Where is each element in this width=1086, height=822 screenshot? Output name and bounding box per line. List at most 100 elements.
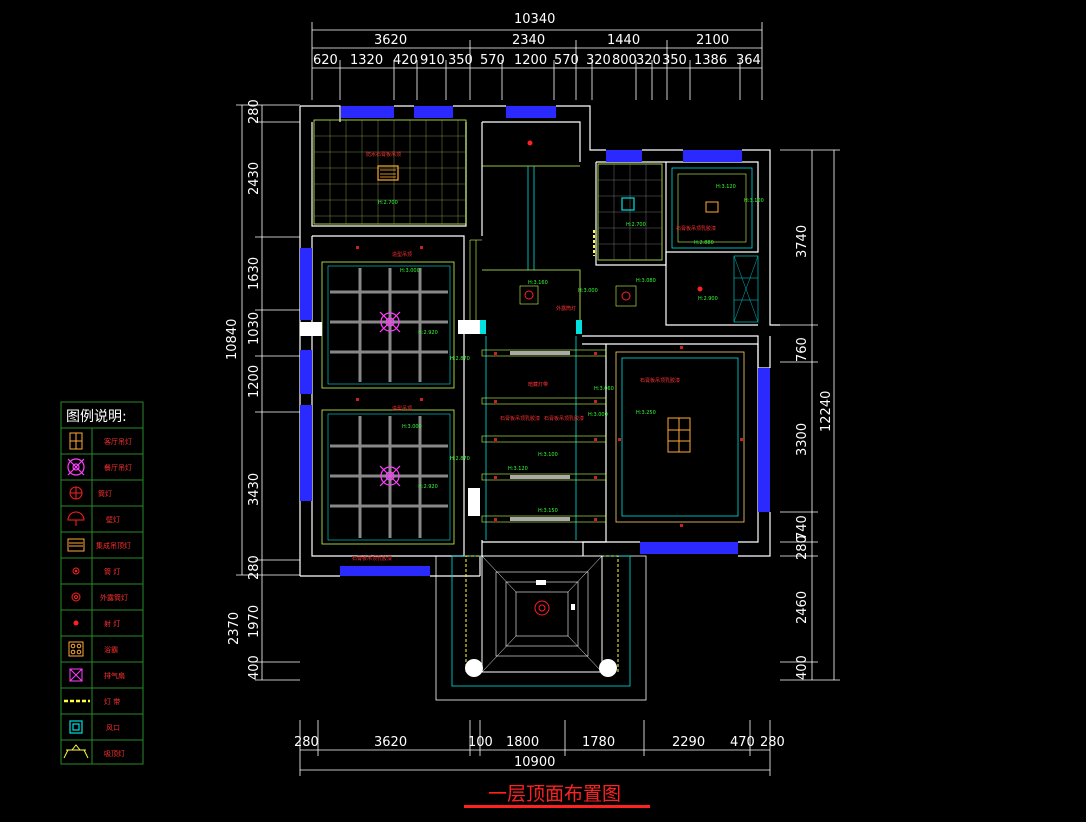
dining-note: 造型吊顶 [392, 405, 412, 412]
drawing-title: 一层顶面布置图 [488, 783, 621, 805]
dim-total-top: 10340 [514, 12, 555, 27]
recessed-spot-icon [69, 486, 83, 500]
windows [300, 106, 770, 576]
height-mark-6: H:2.920 [418, 484, 438, 490]
dim-right-5: 280 [795, 535, 810, 560]
dim-left-inner: 2370 [227, 612, 242, 645]
recessed-spot-icon [519, 285, 637, 307]
dim-right-3: 3300 [795, 423, 810, 456]
height-mark-10: H:3.000 [578, 288, 598, 294]
corridor: 暗藏灯带 石膏板吊顶乳胶漆 石膏板吊顶乳胶漆 外露筒灯 H:3.160 H:3.… [300, 140, 637, 540]
entry-porch [435, 555, 647, 701]
dim-top-2: 2340 [512, 33, 545, 48]
dim-left-3: 1630 [247, 257, 262, 290]
bath-heater-icon [705, 201, 719, 213]
corridor-bands [481, 349, 607, 523]
dim-left-2: 2430 [247, 162, 262, 195]
down-light-icon [527, 140, 533, 146]
dim-bottom-2: 3620 [374, 735, 407, 750]
living-note: 造型吊顶 [392, 251, 412, 258]
dim-bottom-5: 1780 [582, 735, 615, 750]
living-coffer-grid [330, 268, 448, 382]
dim-top2-3: 420 [393, 53, 418, 68]
legend: 图例说明: [60, 401, 144, 765]
dim-right-6: 2460 [795, 591, 810, 624]
dining-bottom-note: 石膏板吊顶乳胶漆 [352, 555, 392, 562]
height-mark-4: H:2.870 [450, 356, 470, 362]
dim-top2-7: 1200 [514, 53, 547, 68]
vent-icon [621, 197, 635, 211]
legend-label-11: 灯 带 [104, 697, 120, 706]
height-mark-18: H:2.900 [698, 296, 718, 302]
right-dimensions [780, 149, 840, 681]
dim-top2-14: 364 [736, 53, 761, 68]
dim-bottom-4: 1800 [506, 735, 539, 750]
height-mark-12: H:3.100 [538, 452, 558, 458]
dim-left-9: 400 [247, 655, 262, 680]
wall-lamp-icon [67, 511, 85, 526]
legend-label-1: 客厅吊灯 [104, 437, 132, 446]
track-light-icon [63, 744, 89, 759]
dim-bottom-1: 280 [294, 735, 319, 750]
right-room-note: 石膏板吊顶乳胶漆 [676, 225, 716, 232]
dim-bottom-8: 280 [760, 735, 785, 750]
dim-left-6: 3430 [247, 473, 262, 506]
height-mark-21: H:3.250 [636, 410, 656, 416]
height-mark-15: H:3.120 [716, 184, 736, 190]
height-mark-17: H:2.880 [694, 240, 714, 246]
corridor-note-c: 石膏板吊顶乳胶漆 [544, 415, 584, 422]
dim-right-2: 760 [795, 337, 810, 362]
ornament-light-icon [379, 465, 401, 487]
corridor-note-a: 暗藏灯带 [528, 381, 548, 388]
legend-label-6: 筒 灯 [104, 567, 120, 576]
dim-left-total: 10840 [225, 319, 240, 360]
legend-label-8: 射 灯 [104, 619, 120, 628]
spot-lights [356, 246, 743, 527]
dim-bottom-3: 100 [468, 735, 493, 750]
dim-top-1: 3620 [374, 33, 407, 48]
dim-right-total: 12240 [819, 391, 834, 432]
dim-top2-1: 620 [313, 53, 338, 68]
height-mark-11: H:3.000 [588, 412, 608, 418]
dim-left-1: 280 [247, 99, 262, 124]
ornament-light-icon [379, 311, 401, 333]
vent-icon [69, 720, 83, 734]
height-mark-5: H:3.000 [402, 424, 422, 430]
right-large-room: 石膏板吊顶乳胶漆 H:3.060 H:3.250 [594, 351, 745, 523]
grid-light-icon [667, 417, 691, 453]
height-mark-20: H:3.060 [594, 386, 614, 392]
height-mark-1: H:2.700 [378, 200, 398, 206]
height-mark-16: H:3.100 [744, 198, 764, 204]
dim-bottom-6: 2290 [672, 735, 705, 750]
entry-note: 外露筒灯 [556, 305, 576, 312]
height-mark-19: H:3.080 [636, 278, 656, 284]
bath-heater-icon [68, 641, 84, 657]
outdoor-light-icon [534, 600, 550, 616]
grid-light-icon [69, 432, 83, 450]
legend-label-3: 筒灯 [98, 489, 112, 498]
dim-top2-9: 320 [586, 53, 611, 68]
dim-top2-2: 1320 [350, 53, 383, 68]
legend-label-12: 风口 [106, 724, 120, 732]
dining-coffer-grid [330, 416, 448, 538]
dim-right-4: 740 [795, 515, 810, 540]
dim-total-bottom: 10900 [514, 755, 555, 770]
ceiling-panel-icon [377, 165, 399, 181]
dim-top2-6: 570 [480, 53, 505, 68]
legend-label-2: 餐厅吊灯 [104, 463, 132, 472]
legend-label-4: 壁灯 [106, 515, 120, 524]
dim-bottom-7: 470 [730, 735, 755, 750]
ornament-light-icon [67, 458, 85, 476]
kitchen-note: 防水石膏板吊顶 [366, 151, 401, 158]
dim-top2-10: 800 [612, 53, 637, 68]
kitchen-room: 防水石膏板吊顶 H:2.700 [313, 119, 467, 225]
dim-left-8: 1970 [247, 605, 262, 638]
right-room-big-note: 石膏板吊顶乳胶漆 [640, 377, 680, 384]
exhaust-fan-icon [69, 668, 83, 682]
dim-top2-8: 570 [554, 53, 579, 68]
legend-label-13: 吸顶灯 [104, 749, 125, 758]
height-mark-13: H:3.120 [508, 466, 528, 472]
corridor-hatch [510, 351, 570, 521]
kitchen-ceiling-grid [314, 120, 466, 224]
